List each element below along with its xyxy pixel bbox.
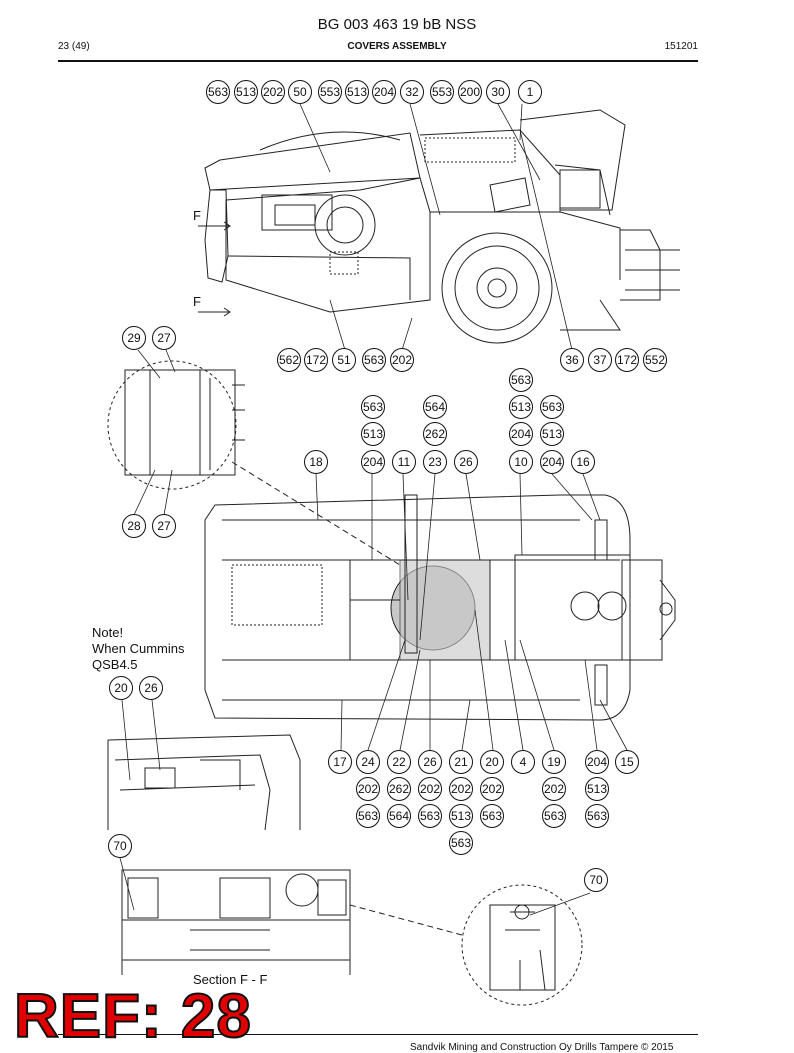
- plan-leaders: [315, 473, 628, 751]
- footer-copyright: Sandvik Mining and Construction Oy Drill…: [410, 1042, 674, 1053]
- cummins-note: Note! When Cummins QSB4.5: [92, 625, 184, 673]
- callout-bubble: 37: [588, 348, 612, 372]
- callout-bubble: 22: [387, 750, 411, 774]
- callout-bubble: 29: [122, 326, 146, 350]
- callout-bubble: 1: [518, 80, 542, 104]
- side-view: [204, 109, 680, 344]
- callout-bubble: 202: [261, 80, 285, 104]
- callout-bubble: 563: [540, 395, 564, 419]
- callout-bubble: 513: [449, 804, 473, 828]
- callout-bubble: 200: [458, 80, 482, 104]
- callout-bubble: 563: [480, 804, 504, 828]
- document-title: BG 003 463 19 bB NSS: [317, 16, 477, 33]
- callout-bubble: 262: [387, 777, 411, 801]
- section-mark-lower: F: [193, 294, 201, 309]
- callout-bubble: 26: [139, 676, 163, 700]
- callout-bubble: 202: [356, 777, 380, 801]
- callout-bubble: 17: [328, 750, 352, 774]
- callout-bubble: 20: [480, 750, 504, 774]
- footer-rule: [58, 1034, 698, 1035]
- note-line-1: Note!: [92, 625, 124, 640]
- section-ff: [119, 857, 463, 975]
- callout-bubble: 553: [430, 80, 454, 104]
- cummins-detail: [107, 699, 301, 831]
- callout-bubble: 202: [418, 777, 442, 801]
- callout-bubble: 513: [345, 80, 369, 104]
- callout-bubble: 70: [108, 834, 132, 858]
- callout-bubble: 563: [362, 348, 386, 372]
- callout-bubble: 563: [206, 80, 230, 104]
- callout-bubble: 204: [361, 450, 385, 474]
- callout-bubble: 32: [400, 80, 424, 104]
- callout-bubble: 204: [585, 750, 609, 774]
- callout-bubble: 513: [540, 422, 564, 446]
- callout-bubble: 23: [423, 450, 447, 474]
- callout-bubble: 563: [585, 804, 609, 828]
- detail-circle-a: [107, 349, 401, 566]
- callout-bubble: 20: [109, 676, 133, 700]
- callout-bubble: 202: [480, 777, 504, 801]
- callout-bubble: 4: [511, 750, 535, 774]
- document-code: 151201: [664, 41, 698, 52]
- callout-bubble: 27: [152, 514, 176, 538]
- callout-bubble: 50: [288, 80, 312, 104]
- callout-bubble: 172: [304, 348, 328, 372]
- callout-bubble: 563: [449, 831, 473, 855]
- callout-bubble: 51: [332, 348, 356, 372]
- callout-bubble: 204: [540, 450, 564, 474]
- reference-stamp: REF: 28: [13, 981, 252, 1052]
- section-detail-circle: [461, 884, 591, 1006]
- callout-bubble: 513: [509, 395, 533, 419]
- callout-bubble: 513: [361, 422, 385, 446]
- callout-bubble: 21: [449, 750, 473, 774]
- callout-bubble: 553: [318, 80, 342, 104]
- callout-bubble: 564: [423, 395, 447, 419]
- callout-bubble: 262: [423, 422, 447, 446]
- callout-bubble: 16: [571, 450, 595, 474]
- callout-bubble: 172: [615, 348, 639, 372]
- callout-bubble: 30: [486, 80, 510, 104]
- callout-bubble: 27: [152, 326, 176, 350]
- plan-view: [204, 494, 676, 721]
- page-number: 23 (49): [58, 41, 90, 52]
- callout-bubble: 564: [387, 804, 411, 828]
- callout-bubble: 11: [392, 450, 416, 474]
- callout-bubble: 202: [390, 348, 414, 372]
- callout-bubble: 552: [643, 348, 667, 372]
- callout-bubble: 15: [615, 750, 639, 774]
- callout-bubble: 204: [372, 80, 396, 104]
- callout-bubble: 204: [509, 422, 533, 446]
- callout-bubble: 24: [356, 750, 380, 774]
- callout-bubble: 513: [234, 80, 258, 104]
- header-rule: [58, 60, 698, 62]
- callout-bubble: 513: [585, 777, 609, 801]
- callout-bubble: 563: [418, 804, 442, 828]
- callout-bubble: 18: [304, 450, 328, 474]
- note-line-2: When Cummins: [92, 641, 185, 656]
- callout-bubble: 202: [449, 777, 473, 801]
- side-leaders: [299, 103, 573, 351]
- callout-bubble: 10: [509, 450, 533, 474]
- callout-bubble: 70: [584, 868, 608, 892]
- callout-bubble: 19: [542, 750, 566, 774]
- callout-bubble: 563: [509, 368, 533, 392]
- callout-bubble: 563: [542, 804, 566, 828]
- callout-bubble: 563: [361, 395, 385, 419]
- section-mark-upper: F: [193, 208, 201, 223]
- callout-bubble: 36: [560, 348, 584, 372]
- callout-bubble: 28: [122, 514, 146, 538]
- callout-bubble: 202: [542, 777, 566, 801]
- callout-bubble: 26: [454, 450, 478, 474]
- section-title: COVERS ASSEMBLY: [347, 41, 447, 52]
- section-ff-label: Section F - F: [193, 972, 268, 987]
- note-line-3: QSB4.5: [92, 657, 138, 672]
- callout-bubble: 562: [277, 348, 301, 372]
- callout-bubble: 26: [418, 750, 442, 774]
- callout-bubble: 563: [356, 804, 380, 828]
